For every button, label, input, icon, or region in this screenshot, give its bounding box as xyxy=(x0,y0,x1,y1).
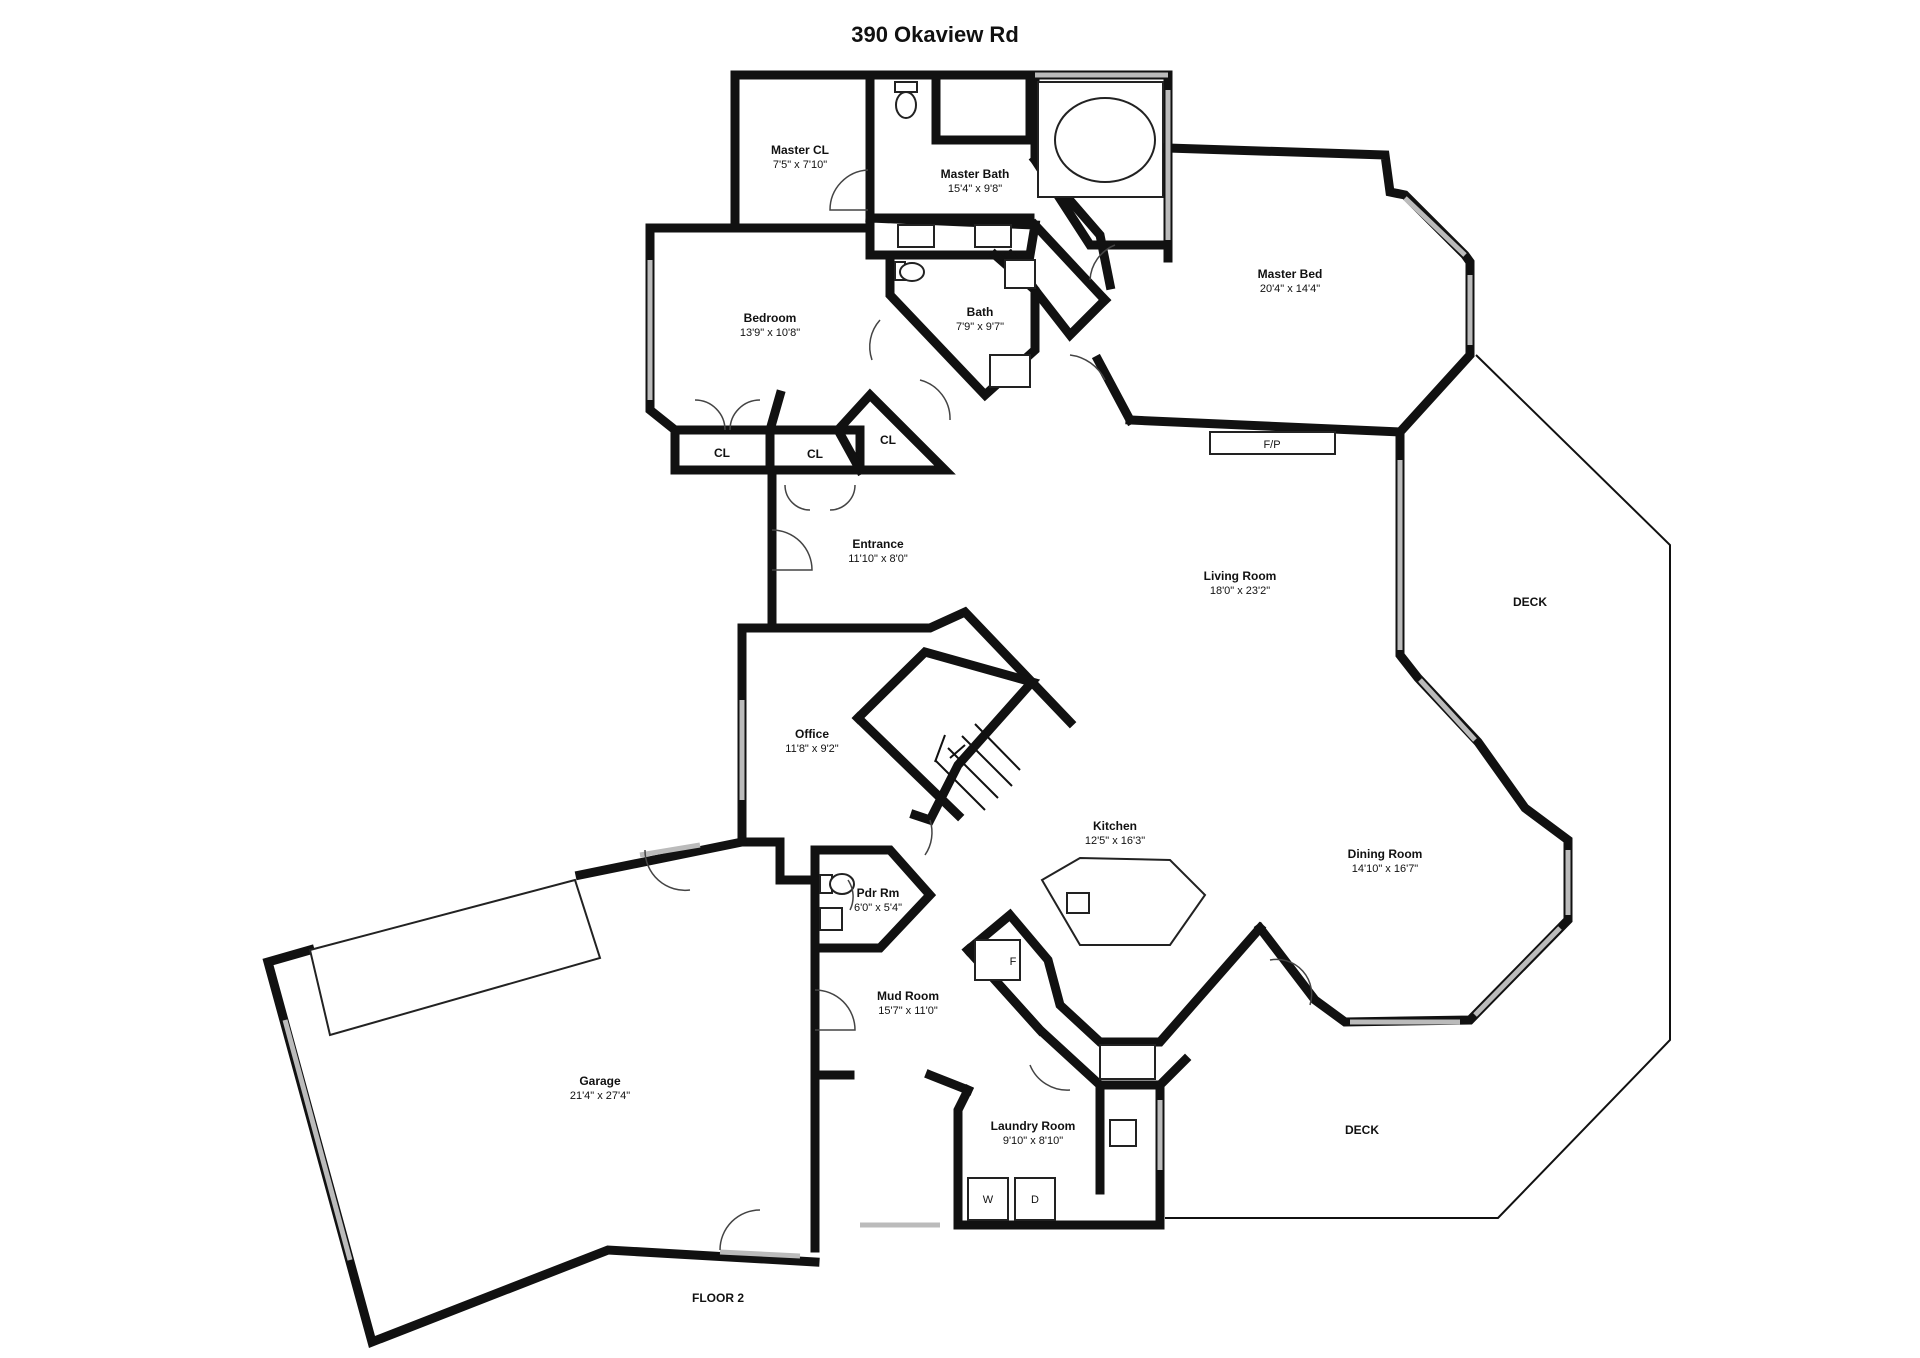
room-name-laundry: Laundry Room xyxy=(991,1119,1076,1133)
entrance-walls xyxy=(767,465,865,625)
room-name-kitchen: Kitchen xyxy=(1093,819,1137,833)
room-dims-master-bath: 15'4" x 9'8" xyxy=(948,183,1002,195)
washer-label: W xyxy=(983,1194,994,1206)
closet-label-1: CL xyxy=(714,446,730,460)
room-dims-entrance: 11'10" x 8'0" xyxy=(848,553,908,565)
plan-title: 390 Okaview Rd xyxy=(851,22,1019,47)
fireplace-label: F/P xyxy=(1263,439,1280,451)
room-name-bath: Bath xyxy=(967,305,994,319)
windows xyxy=(282,72,1571,1261)
room-dims-bedroom: 13'9" x 10'8" xyxy=(740,327,800,339)
room-dims-office: 11'8" x 9'2" xyxy=(785,743,838,755)
room-name-bedroom: Bedroom xyxy=(744,311,797,325)
room-name-dining-room: Dining Room xyxy=(1348,847,1423,861)
room-name-garage: Garage xyxy=(579,1074,621,1088)
room-name-living-room: Living Room xyxy=(1204,569,1277,583)
room-name-entrance: Entrance xyxy=(852,537,904,551)
room-dims-laundry: 9'10" x 8'10" xyxy=(1003,1135,1063,1147)
room-name-master-cl: Master CL xyxy=(771,143,829,157)
pdr-rm-walls xyxy=(810,845,937,953)
room-dims-master-bed: 20'4" x 14'4" xyxy=(1260,283,1320,295)
dryer-label: D xyxy=(1031,1194,1039,1206)
garage-walls xyxy=(262,836,820,1349)
master-bath-walls xyxy=(865,70,1173,291)
room-name-master-bed: Master Bed xyxy=(1258,267,1323,281)
room-dims-garage: 21'4" x 27'4" xyxy=(570,1090,630,1102)
kitchen-walls xyxy=(961,856,1267,1092)
door-swings xyxy=(644,169,1313,1251)
room-dims-dining-room: 14'10" x 16'7" xyxy=(1352,863,1419,875)
room-dims-mud-room: 15'7" x 11'0" xyxy=(878,1005,938,1017)
room-name-pdr-rm: Pdr Rm xyxy=(857,886,900,900)
room-dims-pdr-rm: 6'0" x 5'4" xyxy=(854,902,902,914)
room-name-office: Office xyxy=(795,727,829,741)
room-dims-bath: 7'9" x 9'7" xyxy=(956,321,1004,333)
laundry-walls xyxy=(953,1053,1192,1230)
bath-walls xyxy=(885,218,1112,402)
closet-label-2: CL xyxy=(807,447,823,461)
living-room-walls xyxy=(1209,427,1573,1027)
deck-outline xyxy=(1165,354,1671,1219)
room-name-mud-room: Mud Room xyxy=(877,989,939,1003)
room-dims-living-room: 18'0" x 23'2" xyxy=(1210,585,1270,597)
room-labels: Master CL 7'5" x 7'10" Master Bath 15'4"… xyxy=(570,143,1547,1305)
room-dims-master-cl: 7'5" x 7'10" xyxy=(773,159,827,171)
deck-label-lower: DECK xyxy=(1345,1123,1379,1137)
floor-label: FLOOR 2 xyxy=(692,1291,744,1305)
closet-label-3: CL xyxy=(880,433,896,447)
room-dims-kitchen: 12'5" x 16'3" xyxy=(1085,835,1145,847)
fridge-label: F xyxy=(1010,956,1017,968)
deck-label-upper: DECK xyxy=(1513,595,1547,609)
room-name-master-bath: Master Bath xyxy=(941,167,1010,181)
